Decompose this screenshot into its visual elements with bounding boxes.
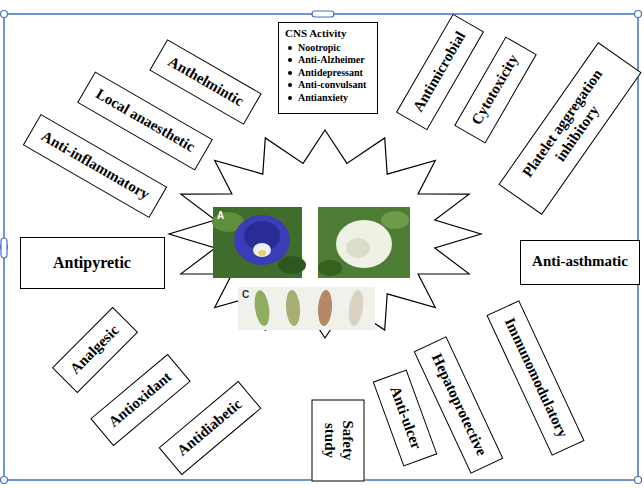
activity-label: Antipyretic	[53, 254, 131, 272]
photo-white-flower	[318, 207, 410, 278]
frame-handles	[1, 11, 642, 484]
bullet-dot	[288, 83, 292, 87]
activity-label: Anti-ulcer	[386, 384, 425, 452]
activity-label: Platelet aggregation inhibitory	[513, 57, 627, 200]
bullet-item: Antianxiety	[298, 92, 348, 104]
bullet-item: Anti-convulsant	[298, 79, 366, 91]
photo-pods	[238, 287, 375, 330]
activity-label: Antioxidant	[105, 369, 175, 432]
bullet-dot	[288, 96, 292, 100]
activity-box: Safety study	[312, 399, 365, 481]
activity-label: Anti-asthmatic	[532, 253, 628, 270]
bullet-dot	[288, 46, 292, 50]
activity-box: Analgesic	[52, 307, 138, 393]
activity-label: Anthelmintic	[164, 53, 246, 110]
photo-letter: A	[217, 211, 224, 221]
photo-letter: C	[242, 290, 249, 300]
activity-label: Local anaesthetic	[93, 86, 198, 157]
activity-label: Analgesic	[67, 322, 123, 378]
activity-box: Anti-ulcer	[373, 370, 438, 467]
activity-label: Antimicrobial	[410, 29, 470, 115]
bullet-item: Anti-Alzheimer	[298, 54, 365, 66]
activity-label: Cytotoxicity	[468, 52, 522, 128]
bullet-item: Antidepressant	[298, 67, 363, 79]
activity-box: Anti-asthmatic	[520, 240, 640, 285]
activity-label: Immunomodulatory	[500, 315, 571, 440]
activity-box: Immunomodulatory	[486, 300, 584, 456]
photo-blue-flower	[212, 207, 306, 278]
box-heading: CNS Activity	[285, 27, 346, 40]
bullet-item: Nootropic	[298, 42, 341, 54]
bullet-dot	[288, 58, 292, 62]
activity-label: Anti-inflammatory	[38, 128, 152, 204]
bullet-dot	[288, 71, 292, 75]
star-burst	[169, 130, 481, 338]
activity-label: Safety study	[321, 411, 356, 469]
activity-label: Antidiabetic	[174, 396, 246, 460]
cns-activity-box: CNS ActivityNootropicAnti-AlzheimerAntid…	[278, 22, 378, 114]
activity-label: Hepatoprotective	[427, 351, 489, 458]
activity-box: Antipyretic	[20, 237, 165, 289]
